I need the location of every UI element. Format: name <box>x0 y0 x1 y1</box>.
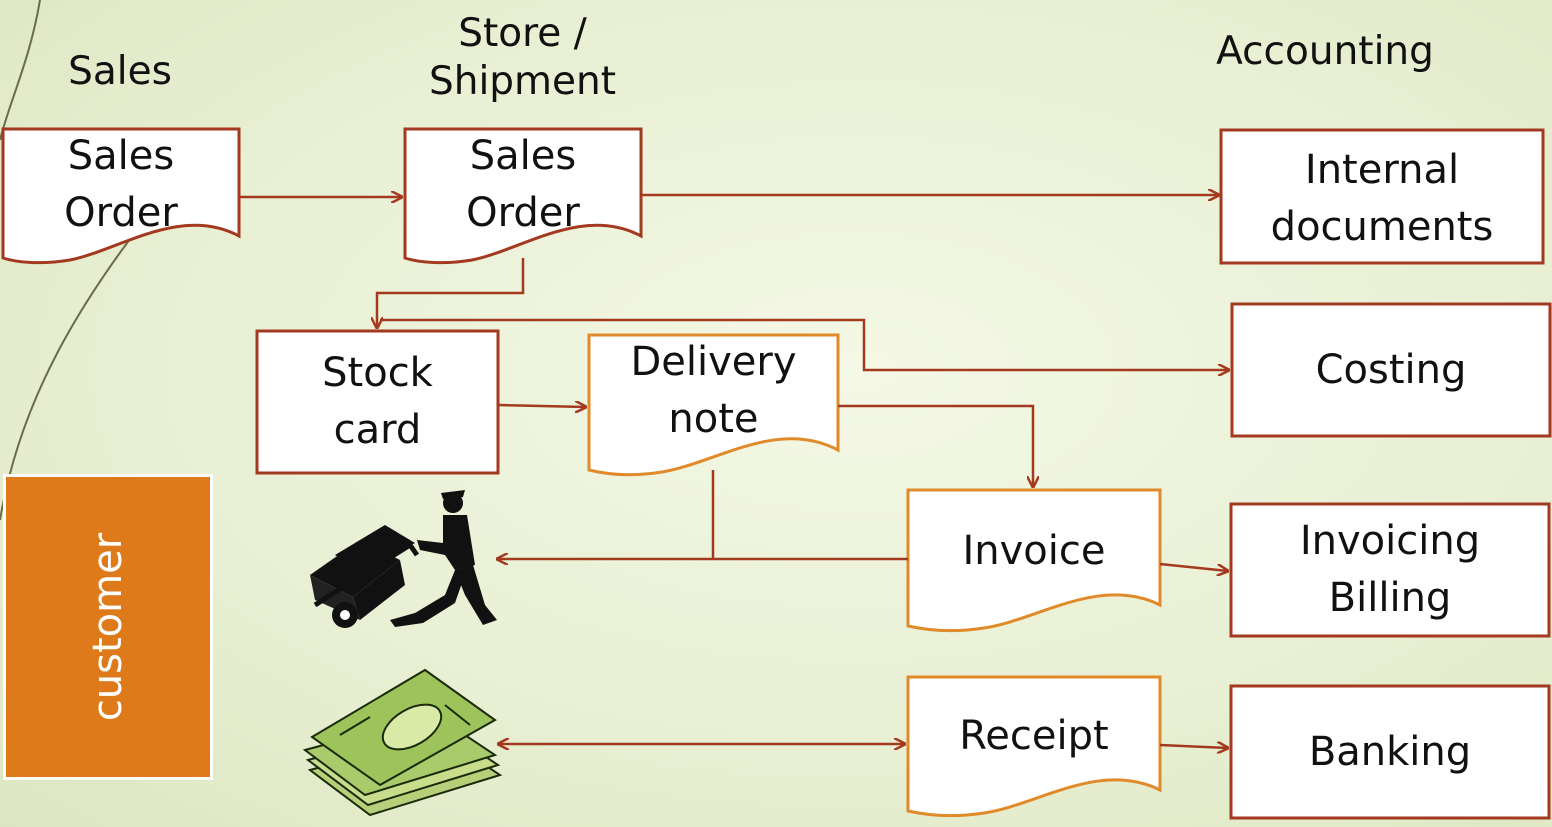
invoicing-billing: Invoicing Billing <box>1299 518 1481 621</box>
money-stack-icon <box>302 668 503 817</box>
arrow-stock-to-delivery <box>497 405 586 407</box>
banking: Banking <box>1308 728 1472 775</box>
customer-label: customer <box>85 532 131 722</box>
delivery-note: Delivery note <box>630 339 797 442</box>
sales-order-2: Sales Order <box>466 133 580 236</box>
delivery-man-icon <box>310 490 497 628</box>
stock-card-shape <box>255 329 500 475</box>
invoice: Invoice <box>962 527 1106 574</box>
invoice-shape <box>906 488 1162 633</box>
internal-documents: Internal documents <box>1270 147 1494 250</box>
arrow-receipt-to-banking <box>1159 745 1228 748</box>
arrow-to-costing <box>380 318 1229 370</box>
sales-order-1-shape <box>1 127 241 265</box>
delivery-note-shape <box>587 333 840 477</box>
customer-box: customer <box>3 474 213 780</box>
costing: Costing <box>1315 346 1467 393</box>
internal-documents-shape <box>1219 128 1545 265</box>
arrow-so2-to-stock <box>377 258 525 328</box>
stock-card: Stock card <box>322 350 433 453</box>
receipt-shape <box>906 675 1162 818</box>
sales-order-1: Sales Order <box>64 133 178 236</box>
lane-header-accounting: Accounting <box>1216 29 1434 74</box>
receipt: Receipt <box>959 712 1109 759</box>
invoicing-billing-shape <box>1229 502 1551 638</box>
lane-header-store-shipment: Store / Shipment <box>428 11 617 104</box>
sales-order-2-shape <box>403 127 643 265</box>
arrow-delivery-to-invoice <box>838 404 1033 487</box>
costing-shape <box>1230 302 1552 438</box>
lane-header-sales: Sales <box>68 49 172 94</box>
banking-shape <box>1229 684 1551 820</box>
arrow-invoice-to-billing <box>1159 562 1228 571</box>
